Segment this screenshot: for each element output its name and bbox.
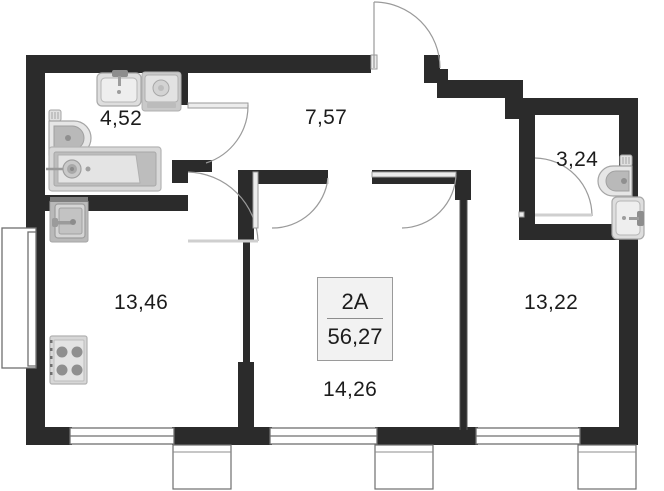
wall-exterior-right <box>619 98 638 445</box>
wall-exterior-top-left <box>26 55 371 73</box>
bedroom-door <box>371 171 457 229</box>
wc-sink-fixture <box>611 196 645 240</box>
bath-sink-fixture <box>96 70 142 107</box>
room-area-wc: 3,24 <box>556 148 599 171</box>
wall-exterior-bottom-2 <box>172 427 272 445</box>
wall-exterior-bottom-1 <box>26 427 72 445</box>
balcony-bedroom <box>577 444 637 490</box>
wc-door <box>518 157 593 218</box>
bathtub-fixture <box>46 146 162 192</box>
wall-living-bedroom-top <box>455 170 471 200</box>
balcony-kitchen <box>172 444 232 490</box>
room-area-bathroom: 4,52 <box>100 107 143 130</box>
room-floors <box>26 55 638 445</box>
wall-top-right-run <box>505 98 638 115</box>
window-left <box>1 227 37 369</box>
room-area-living-room: 14,26 <box>323 378 378 401</box>
doors <box>187 1 593 243</box>
wall-living-bedroom-mid <box>460 196 467 431</box>
window-kitchen <box>69 427 175 445</box>
balcony-living <box>374 444 434 490</box>
wall-kitchen-living-mid <box>243 236 250 366</box>
walls <box>26 55 638 445</box>
apartment-summary-badge: 2A 56,27 <box>317 277 393 361</box>
window-bedroom <box>475 427 581 445</box>
wall-hall-jamb-a <box>174 160 188 174</box>
wall-top-step-2 <box>437 80 523 98</box>
partition-hairlines <box>459 200 468 430</box>
window-living <box>269 427 378 445</box>
wall-wc-bottom <box>519 224 638 240</box>
wall-kitchen-living-bottom <box>238 362 254 430</box>
entry-door <box>370 1 441 70</box>
toilet-wc-fixture <box>597 154 633 197</box>
wall-living-top <box>238 170 328 184</box>
living-door <box>252 171 329 229</box>
wall-entry-jamb <box>424 55 440 69</box>
wall-wc-left <box>519 115 535 215</box>
fixtures <box>46 70 645 385</box>
room-area-hallway: 7,57 <box>305 106 348 129</box>
room-area-bedroom: 13,22 <box>524 291 579 314</box>
bathroom-door <box>187 102 249 164</box>
kitchen-counter <box>50 197 88 202</box>
badge-divider <box>327 317 383 319</box>
wall-entry-step-1 <box>424 69 448 83</box>
wall-kitchen-living-top <box>238 170 254 240</box>
apartment-total-area: 56,27 <box>327 323 383 349</box>
washing-machine-fixture <box>141 71 182 112</box>
balcony-slabs <box>172 444 637 490</box>
wall-exterior-bottom-3 <box>375 427 478 445</box>
windows <box>1 227 581 445</box>
apartment-code: 2A <box>341 288 369 314</box>
room-area-kitchen: 13,46 <box>114 291 169 314</box>
cooktop-fixture <box>49 335 88 385</box>
kitchen-sink-fixture <box>49 199 89 243</box>
